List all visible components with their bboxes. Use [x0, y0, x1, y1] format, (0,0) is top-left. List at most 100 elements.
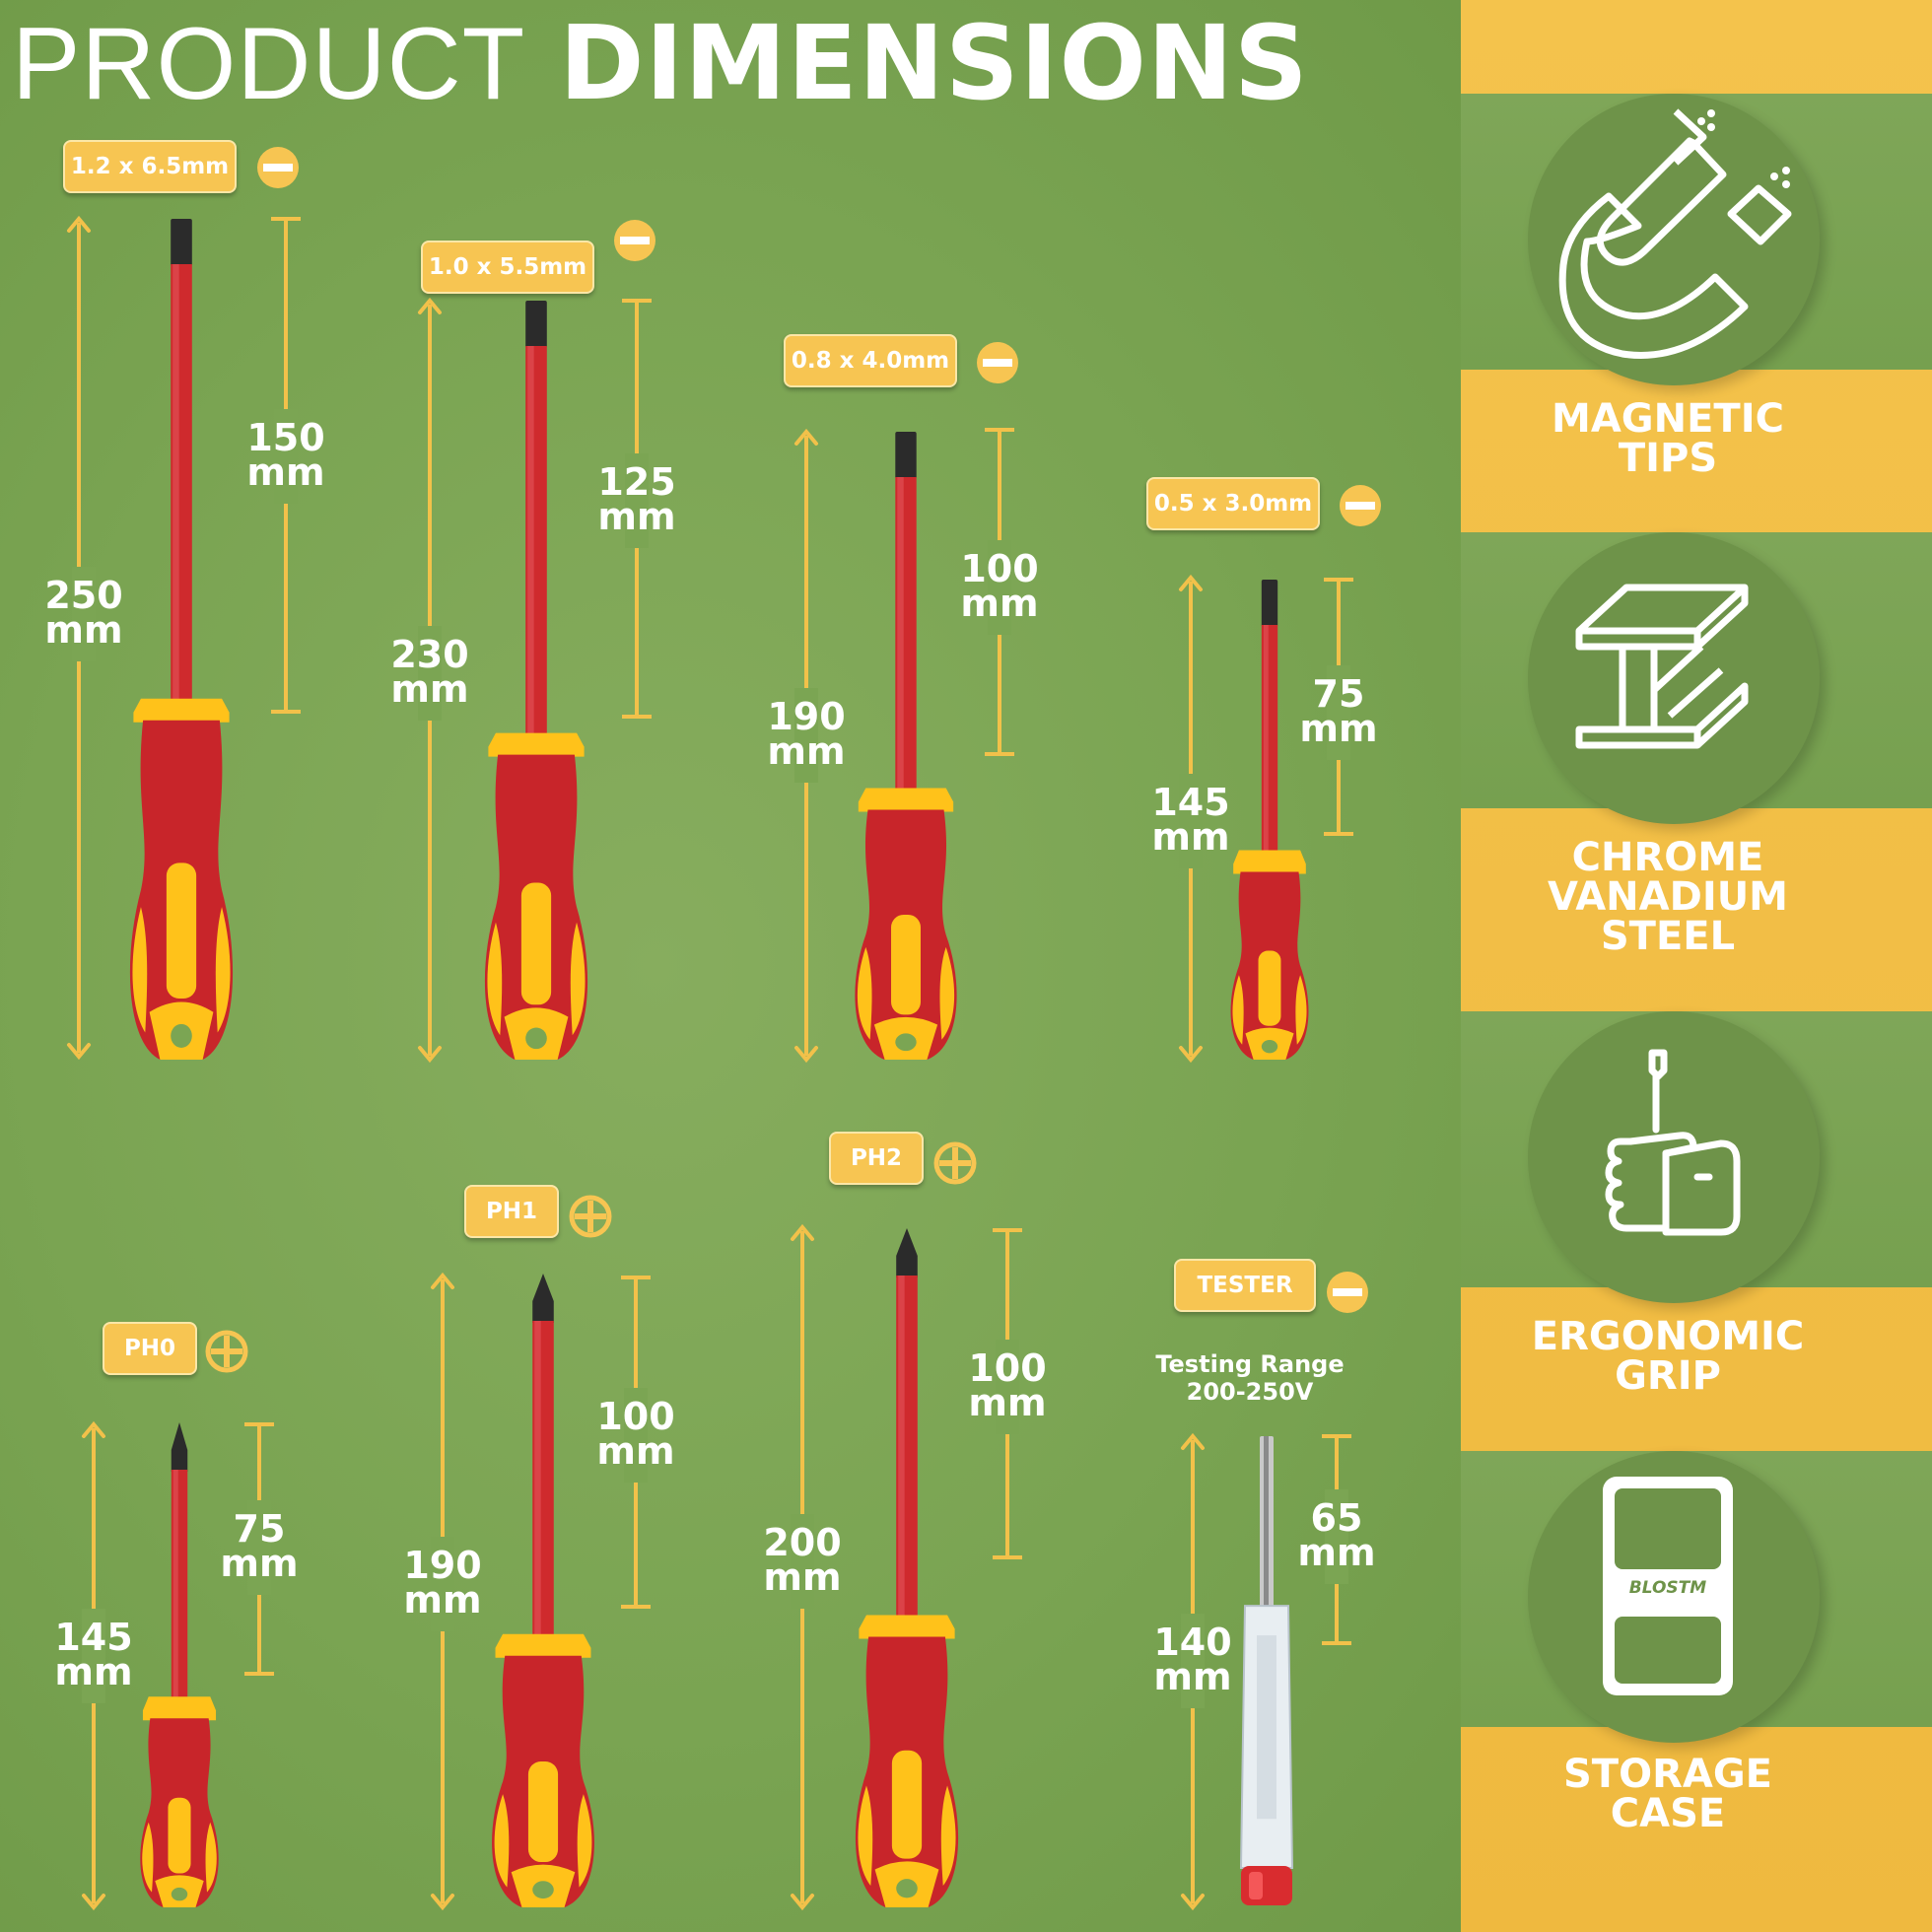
plus-icon [205, 1330, 248, 1373]
magnet-icon [1558, 108, 1792, 359]
product-panel [0, 0, 1461, 1932]
screwdriver [140, 1422, 219, 1907]
feature-line: GRIP [1615, 1353, 1721, 1399]
feature-line: STORAGE [1562, 1752, 1772, 1797]
dimension-value: 65 [1310, 1496, 1363, 1540]
screwdriver [129, 219, 234, 1060]
minus-icon [257, 147, 299, 188]
screwdriver [484, 301, 588, 1060]
tip-size-tag: 0.8 x 4.0mm [784, 334, 957, 387]
dimension-unit: mm [763, 1555, 842, 1599]
feature-line: VANADIUM [1547, 874, 1788, 920]
page-title: PRODUCT DIMENSIONS [12, 6, 1309, 121]
feature-circle-case: BLOSTM [1528, 1451, 1820, 1743]
feature-line: STEEL [1600, 914, 1736, 959]
minus-icon [977, 342, 1018, 383]
dimension-value: 100 [960, 547, 1039, 590]
plus-icon [933, 1141, 977, 1185]
dimension-value: 230 [390, 633, 469, 676]
dimension-value: 145 [1151, 781, 1230, 824]
screwdriver [1230, 580, 1309, 1060]
title-light: PRODUCT [12, 7, 526, 121]
plus-icon [569, 1195, 612, 1238]
feature-line: CASE [1610, 1791, 1726, 1836]
screwdriver [492, 1274, 594, 1907]
feature-line: CHROME [1571, 835, 1764, 880]
tip-size-tag: PH1 [464, 1185, 559, 1238]
dimension-unit: mm [597, 495, 676, 538]
dimension-value: 125 [597, 460, 676, 504]
tip-size-tag: 1.2 x 6.5mm [63, 140, 237, 193]
dimension-value: 190 [767, 695, 846, 738]
note-line: 200-250V [1186, 1378, 1314, 1406]
dimension-unit: mm [1297, 1531, 1376, 1574]
feature-label-case: STORAGE CASE [1461, 1755, 1875, 1833]
dimension-value: 140 [1153, 1621, 1232, 1664]
dimension-value: 190 [403, 1544, 482, 1587]
tip-size-tag: 1.0 x 5.5mm [421, 241, 594, 294]
dimension-unit: mm [1151, 815, 1230, 859]
dimension-value: 200 [763, 1521, 842, 1564]
dimension-value: 250 [44, 574, 123, 617]
case-brand-text: BLOSTM [1629, 1578, 1706, 1598]
tip-size-tag: 0.5 x 3.0mm [1146, 477, 1320, 530]
minus-icon [1327, 1272, 1368, 1313]
dimension-value: 100 [968, 1346, 1047, 1390]
minus-icon [1340, 485, 1381, 526]
feature-label-grip: ERGONOMIC GRIP [1461, 1317, 1875, 1396]
dimension-unit: mm [54, 1650, 133, 1693]
tip-size-tag: TESTER [1174, 1259, 1316, 1312]
dimension-unit: mm [246, 450, 325, 494]
feature-line: MAGNETIC [1552, 396, 1784, 442]
feature-circle-steel [1528, 532, 1820, 824]
minus-icon [614, 220, 656, 261]
storage-case-icon: BLOSTM [1603, 1477, 1733, 1695]
tool-illustrations [129, 219, 1309, 1907]
dimension-value: 75 [1312, 672, 1365, 716]
dimension-unit: mm [767, 729, 846, 773]
feature-circle-magnetic [1528, 94, 1820, 385]
hand-grip-icon [1605, 1049, 1741, 1236]
steel-beam-icon [1575, 584, 1749, 749]
dimension-unit: mm [960, 582, 1039, 625]
dimension-value: 75 [233, 1507, 286, 1551]
dimension-unit: mm [390, 667, 469, 711]
tip-size-tag: PH0 [103, 1322, 197, 1375]
dimension-unit: mm [220, 1542, 299, 1585]
dimension-unit: mm [968, 1381, 1047, 1424]
screwdriver [855, 432, 957, 1060]
note-line: Testing Range [1155, 1350, 1345, 1378]
dimension-unit: mm [596, 1429, 675, 1473]
feature-line: ERGONOMIC [1531, 1314, 1805, 1359]
measurement-lines [67, 215, 1353, 1911]
dimension-unit: mm [1299, 707, 1378, 750]
dimension-unit: mm [44, 608, 123, 652]
dimension-unit: mm [1153, 1655, 1232, 1698]
feature-label-magnetic: MAGNETIC TIPS [1461, 399, 1875, 478]
title-bold: DIMENSIONS [559, 3, 1309, 123]
feature-label-steel: CHROME VANADIUM STEEL [1461, 838, 1875, 956]
dimension-value: 145 [54, 1616, 133, 1659]
tip-size-tag: PH2 [829, 1132, 924, 1185]
dimension-value: 100 [596, 1395, 675, 1438]
feature-line: TIPS [1618, 436, 1718, 481]
voltage-tester [1239, 1436, 1294, 1905]
feature-circle-grip [1528, 1011, 1820, 1303]
dimension-value: 150 [246, 416, 325, 459]
screwdriver [855, 1228, 959, 1907]
